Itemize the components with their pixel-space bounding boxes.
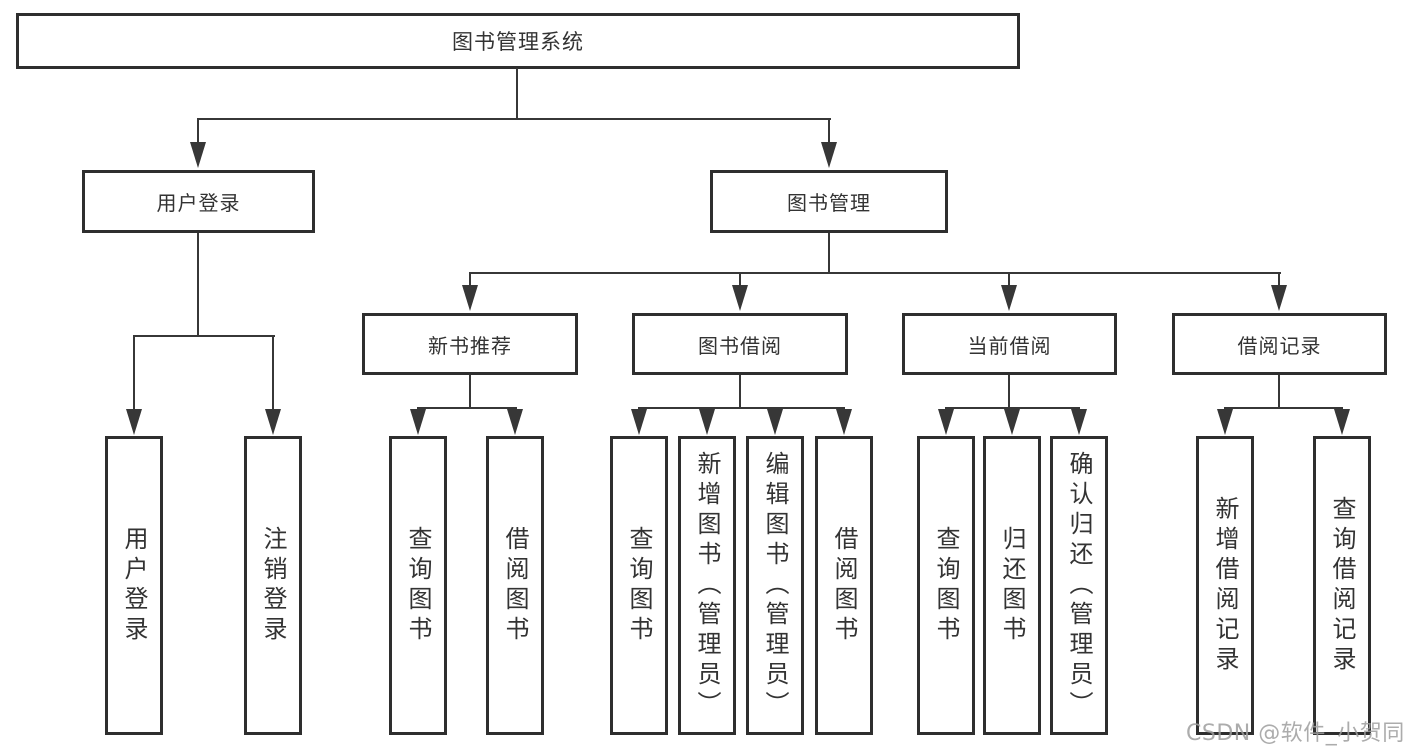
leaf-nb-query-books: 查询图书 xyxy=(389,436,447,735)
leaf-cb-return-books: 归还图书 xyxy=(983,436,1041,735)
arrow-down-icon xyxy=(767,409,783,435)
node-label: 确认归还（管理员） xyxy=(1065,450,1093,721)
leaf-cb-query-books: 查询图书 xyxy=(917,436,975,735)
node-label: 新增借阅记录 xyxy=(1211,495,1239,676)
node-label: 注销登录 xyxy=(259,525,287,646)
connector-line xyxy=(133,335,135,411)
connector-line xyxy=(197,118,199,144)
node-label: 图书管理系统 xyxy=(452,30,584,54)
arrow-down-icon xyxy=(1334,409,1350,435)
leaf-bb-borrow-books: 借阅图书 xyxy=(815,436,873,735)
node-label: 借阅记录 xyxy=(1237,333,1322,358)
arrow-down-icon xyxy=(938,409,954,435)
connector-line xyxy=(469,375,471,408)
leaf-br-add-record: 新增借阅记录 xyxy=(1196,436,1254,735)
node-new-book-recommend: 新书推荐 xyxy=(362,313,578,375)
connector-line xyxy=(133,335,275,337)
arrow-down-icon xyxy=(190,142,206,168)
connector-line xyxy=(945,407,1080,409)
arrow-down-icon xyxy=(821,142,837,168)
node-label: 查询图书 xyxy=(404,525,432,646)
arrow-down-icon xyxy=(1271,285,1287,311)
leaf-bb-add-books-admin: 新增图书（管理员） xyxy=(678,436,736,735)
connector-line xyxy=(197,118,831,120)
leaf-bb-query-books: 查询图书 xyxy=(610,436,668,735)
node-label: 查询图书 xyxy=(932,525,960,646)
connector-line xyxy=(516,68,518,120)
node-label: 用户登录 xyxy=(120,525,148,646)
node-current-borrowing: 当前借阅 xyxy=(902,313,1117,375)
node-label: 编辑图书（管理员） xyxy=(761,450,789,721)
connector-line xyxy=(469,272,1281,274)
leaf-br-query-record: 查询借阅记录 xyxy=(1313,436,1371,735)
arrow-down-icon xyxy=(1217,409,1233,435)
connector-line xyxy=(417,407,517,409)
node-label: 借阅图书 xyxy=(830,525,858,646)
arrow-down-icon xyxy=(265,409,281,435)
connector-line xyxy=(1278,375,1280,408)
csdn-watermark: CSDN @软件_小贺同学 xyxy=(1186,721,1405,746)
connector-line xyxy=(739,272,741,288)
node-label: 新书推荐 xyxy=(428,333,512,358)
connector-line xyxy=(1008,272,1010,288)
node-label: 归还图书 xyxy=(998,525,1026,646)
arrow-down-icon xyxy=(732,285,748,311)
connector-line xyxy=(638,407,845,409)
arrow-down-icon xyxy=(1001,285,1017,311)
connector-line xyxy=(828,118,830,144)
node-label: 查询图书 xyxy=(625,525,653,646)
node-book-borrowing: 图书借阅 xyxy=(632,313,848,375)
connector-line xyxy=(1278,272,1280,288)
leaf-nb-borrow-books: 借阅图书 xyxy=(486,436,544,735)
connector-line xyxy=(828,233,830,274)
leaf-bb-edit-books-admin: 编辑图书（管理员） xyxy=(746,436,804,735)
node-user-login-branch: 用户登录 xyxy=(82,170,315,233)
node-label: 查询借阅记录 xyxy=(1328,495,1356,676)
arrow-down-icon xyxy=(507,409,523,435)
arrow-down-icon xyxy=(462,285,478,311)
node-label: 当前借阅 xyxy=(967,333,1052,358)
arrow-down-icon xyxy=(1004,409,1020,435)
node-borrowing-records: 借阅记录 xyxy=(1172,313,1387,375)
node-label: 图书借阅 xyxy=(698,333,782,358)
node-library-management-system: 图书管理系统 xyxy=(16,13,1020,69)
connector-line xyxy=(739,375,741,408)
arrow-down-icon xyxy=(631,409,647,435)
connector-line xyxy=(272,335,274,411)
node-label: 借阅图书 xyxy=(501,525,529,646)
node-label: 图书管理 xyxy=(787,191,871,215)
connector-line xyxy=(1224,407,1343,409)
leaf-cb-confirm-return-admin: 确认归还（管理员） xyxy=(1050,436,1108,735)
node-label: 新增图书（管理员） xyxy=(693,450,721,721)
connector-line xyxy=(197,233,199,337)
arrow-down-icon xyxy=(1071,409,1087,435)
leaf-user-login: 用户登录 xyxy=(105,436,163,735)
connector-line xyxy=(469,272,471,288)
arrow-down-icon xyxy=(410,409,426,435)
leaf-logout-login: 注销登录 xyxy=(244,436,302,735)
node-book-management-branch: 图书管理 xyxy=(710,170,948,233)
arrow-down-icon xyxy=(836,409,852,435)
connector-line xyxy=(1008,375,1010,408)
arrow-down-icon xyxy=(126,409,142,435)
arrow-down-icon xyxy=(699,409,715,435)
node-label: 用户登录 xyxy=(156,191,241,215)
